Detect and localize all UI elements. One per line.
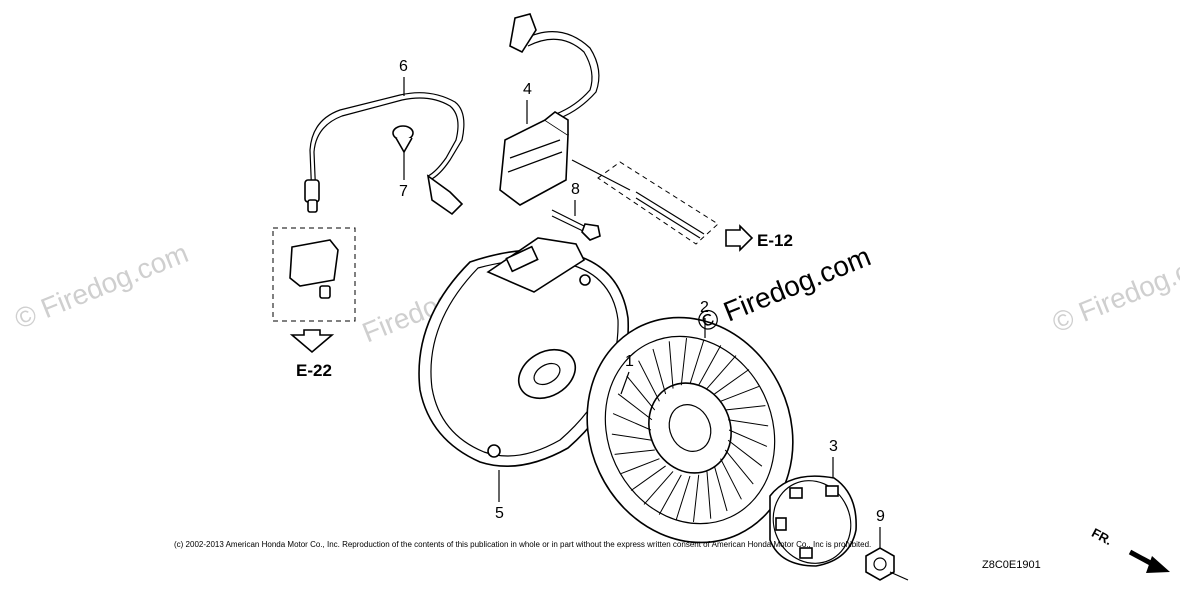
e22-reference[interactable]: E-22 bbox=[289, 329, 335, 380]
flywheel-fin bbox=[727, 439, 763, 467]
diagram-code: Z8C0E1901 bbox=[982, 559, 1041, 571]
flywheel-fin bbox=[698, 345, 722, 386]
flywheel-fin bbox=[630, 465, 666, 491]
part-6-wire[interactable] bbox=[304, 92, 465, 216]
svg-text:9: 9 bbox=[876, 508, 885, 525]
svg-text:3: 3 bbox=[829, 438, 838, 455]
watermark-right: © Firedog.cc bbox=[1048, 250, 1180, 338]
flywheel-fin bbox=[714, 369, 750, 395]
part-5-shroud[interactable] bbox=[418, 237, 630, 467]
part-3-starter-pulley[interactable] bbox=[760, 468, 864, 576]
callout-1[interactable]: 1 bbox=[620, 353, 634, 395]
flywheel-fin bbox=[638, 360, 660, 402]
flywheel-fin bbox=[692, 474, 700, 522]
part-4-ignition-coil[interactable] bbox=[499, 13, 600, 206]
svg-text:© Firedog.cc: © Firedog.cc bbox=[1048, 250, 1180, 338]
flywheel-fin bbox=[725, 405, 766, 411]
flywheel-fin bbox=[728, 419, 769, 427]
svg-text:1: 1 bbox=[625, 353, 634, 370]
callout-2[interactable]: 2 bbox=[700, 299, 709, 338]
callout-3[interactable]: 3 bbox=[829, 438, 838, 478]
svg-text:2: 2 bbox=[700, 299, 709, 316]
flywheel-fin bbox=[643, 471, 674, 505]
flywheel-fins bbox=[611, 338, 769, 522]
svg-text:6: 6 bbox=[399, 58, 408, 75]
svg-text:5: 5 bbox=[495, 505, 504, 522]
flywheel-fin bbox=[728, 429, 768, 447]
flywheel-fin bbox=[675, 475, 691, 521]
watermark-center: © Firedog.com bbox=[693, 241, 875, 339]
flywheel-fin bbox=[611, 433, 652, 441]
svg-text:E-22: E-22 bbox=[296, 361, 332, 380]
front-marker: FR. bbox=[1089, 525, 1115, 548]
copyright-notice: (c) 2002-2013 American Honda Motor Co., … bbox=[174, 540, 871, 549]
svg-text:4: 4 bbox=[523, 81, 532, 98]
flywheel-fin bbox=[652, 348, 667, 395]
callout-7[interactable]: 7 bbox=[399, 152, 408, 200]
flywheel-fin bbox=[614, 449, 655, 455]
part-9-nut[interactable] bbox=[865, 547, 909, 581]
svg-text:7: 7 bbox=[399, 183, 408, 200]
e12-reference[interactable]: E-12 bbox=[725, 224, 793, 252]
flywheel-fin bbox=[617, 393, 653, 421]
flywheel-fin bbox=[720, 458, 742, 500]
svg-text:E-12: E-12 bbox=[757, 231, 793, 250]
callout-9[interactable]: 9 bbox=[876, 508, 885, 548]
flywheel-fin bbox=[724, 449, 754, 485]
svg-text:8: 8 bbox=[571, 181, 580, 198]
flywheel-fin bbox=[620, 458, 660, 475]
flywheel-fin bbox=[626, 375, 656, 411]
flywheel-fin bbox=[658, 474, 682, 515]
callout-4[interactable]: 4 bbox=[523, 81, 532, 124]
flywheel-fin bbox=[713, 465, 728, 512]
e12-dashed-box bbox=[571, 159, 719, 245]
part-8-bolt[interactable] bbox=[551, 209, 601, 241]
callout-6[interactable]: 6 bbox=[399, 58, 408, 96]
svg-text:© Firedog.com: © Firedog.com bbox=[693, 241, 875, 339]
watermark-left: © Firedog.com bbox=[10, 237, 192, 335]
flywheel-fin bbox=[706, 471, 712, 519]
callout-5[interactable]: 5 bbox=[495, 470, 504, 522]
part-7-clamp[interactable] bbox=[392, 125, 414, 154]
flywheel-fin bbox=[706, 355, 737, 389]
flywheel-fin bbox=[720, 385, 760, 402]
svg-text:FR.: FR. bbox=[1089, 525, 1115, 548]
part-2-flywheel[interactable] bbox=[551, 284, 829, 577]
callout-8[interactable]: 8 bbox=[571, 181, 580, 216]
front-arrow-icon bbox=[1128, 549, 1170, 573]
svg-text:© Firedog.com: © Firedog.com bbox=[10, 237, 192, 335]
flywheel-fin bbox=[689, 339, 705, 385]
flywheel-fin bbox=[680, 338, 688, 386]
flywheel-fin bbox=[668, 341, 674, 389]
flywheel-fin bbox=[612, 413, 652, 431]
e22-dashed-box bbox=[272, 227, 356, 322]
